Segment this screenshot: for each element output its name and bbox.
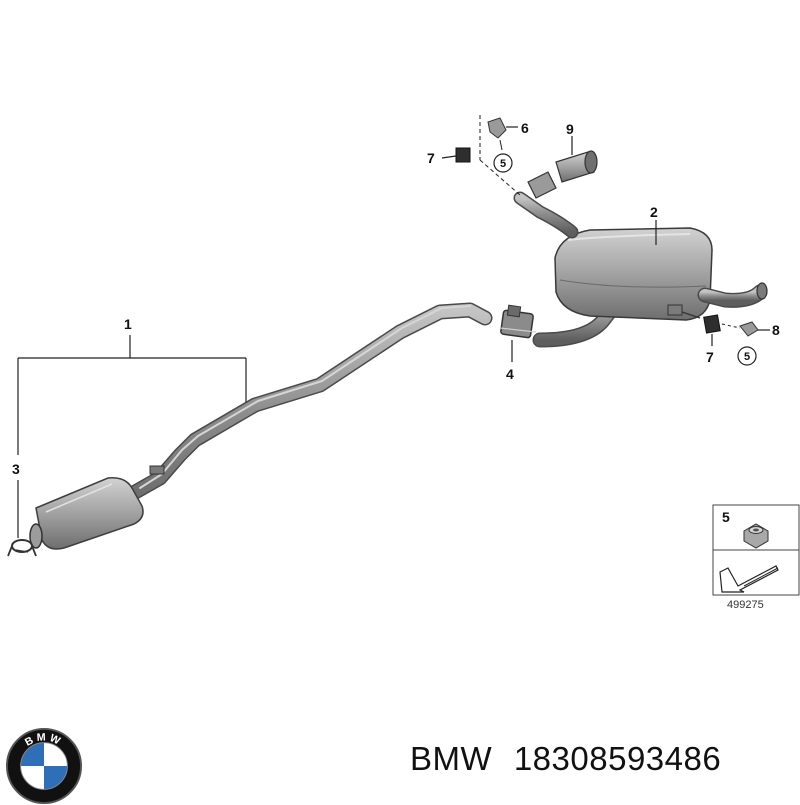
- rear-muffler: [513, 191, 768, 321]
- front-pipe-highlight: [139, 305, 471, 489]
- footer-brand: BMW: [410, 740, 493, 777]
- callout-7a-leader: [441, 155, 457, 159]
- bmw-logo-text: BMW: [23, 731, 65, 748]
- front-clamp: [7, 539, 37, 557]
- front-pipe: [34, 304, 491, 541]
- direction-arrow-icon: [719, 565, 779, 593]
- callout-2: 2: [650, 204, 658, 220]
- callout-5a: 5: [500, 158, 506, 170]
- callout-6: 6: [521, 120, 529, 136]
- legend-part-number: 5: [722, 509, 730, 525]
- front-resonator: [35, 476, 144, 550]
- front-resonator-seam: [45, 483, 113, 513]
- rear-connecting-pipe: [532, 297, 623, 348]
- front-pipe-assembly: [29, 302, 493, 550]
- legend-ref-code: 499275: [727, 599, 764, 611]
- bmw-logo-icon: BMW: [5, 727, 83, 805]
- callout-1: 1: [124, 316, 132, 332]
- callout-9: 9: [566, 121, 574, 137]
- callout-7b: 7: [706, 349, 714, 365]
- callout-5a-circle: [493, 153, 513, 173]
- footer-part-number: 18308593486: [513, 740, 722, 777]
- callout-5b: 5: [744, 351, 750, 363]
- tailpipe-trim: [527, 150, 598, 199]
- pipe-hanger: [149, 465, 165, 475]
- callout-8: 8: [772, 322, 780, 338]
- callout-5b-circle: [737, 346, 757, 366]
- callout-7a: 7: [427, 150, 435, 166]
- legend-box: 5: [712, 504, 800, 596]
- rear-hanger-assembly: [703, 314, 759, 337]
- middle-clamp: [499, 304, 537, 339]
- front-flange: [29, 523, 43, 549]
- hex-nut-icon: [743, 523, 769, 549]
- callout-1-bracket: [17, 335, 247, 538]
- footer-caption: BMW 18308593486: [410, 740, 721, 778]
- callout-3: 3: [12, 461, 20, 477]
- callout-4: 4: [506, 366, 514, 382]
- upper-hanger-assembly: [455, 115, 521, 196]
